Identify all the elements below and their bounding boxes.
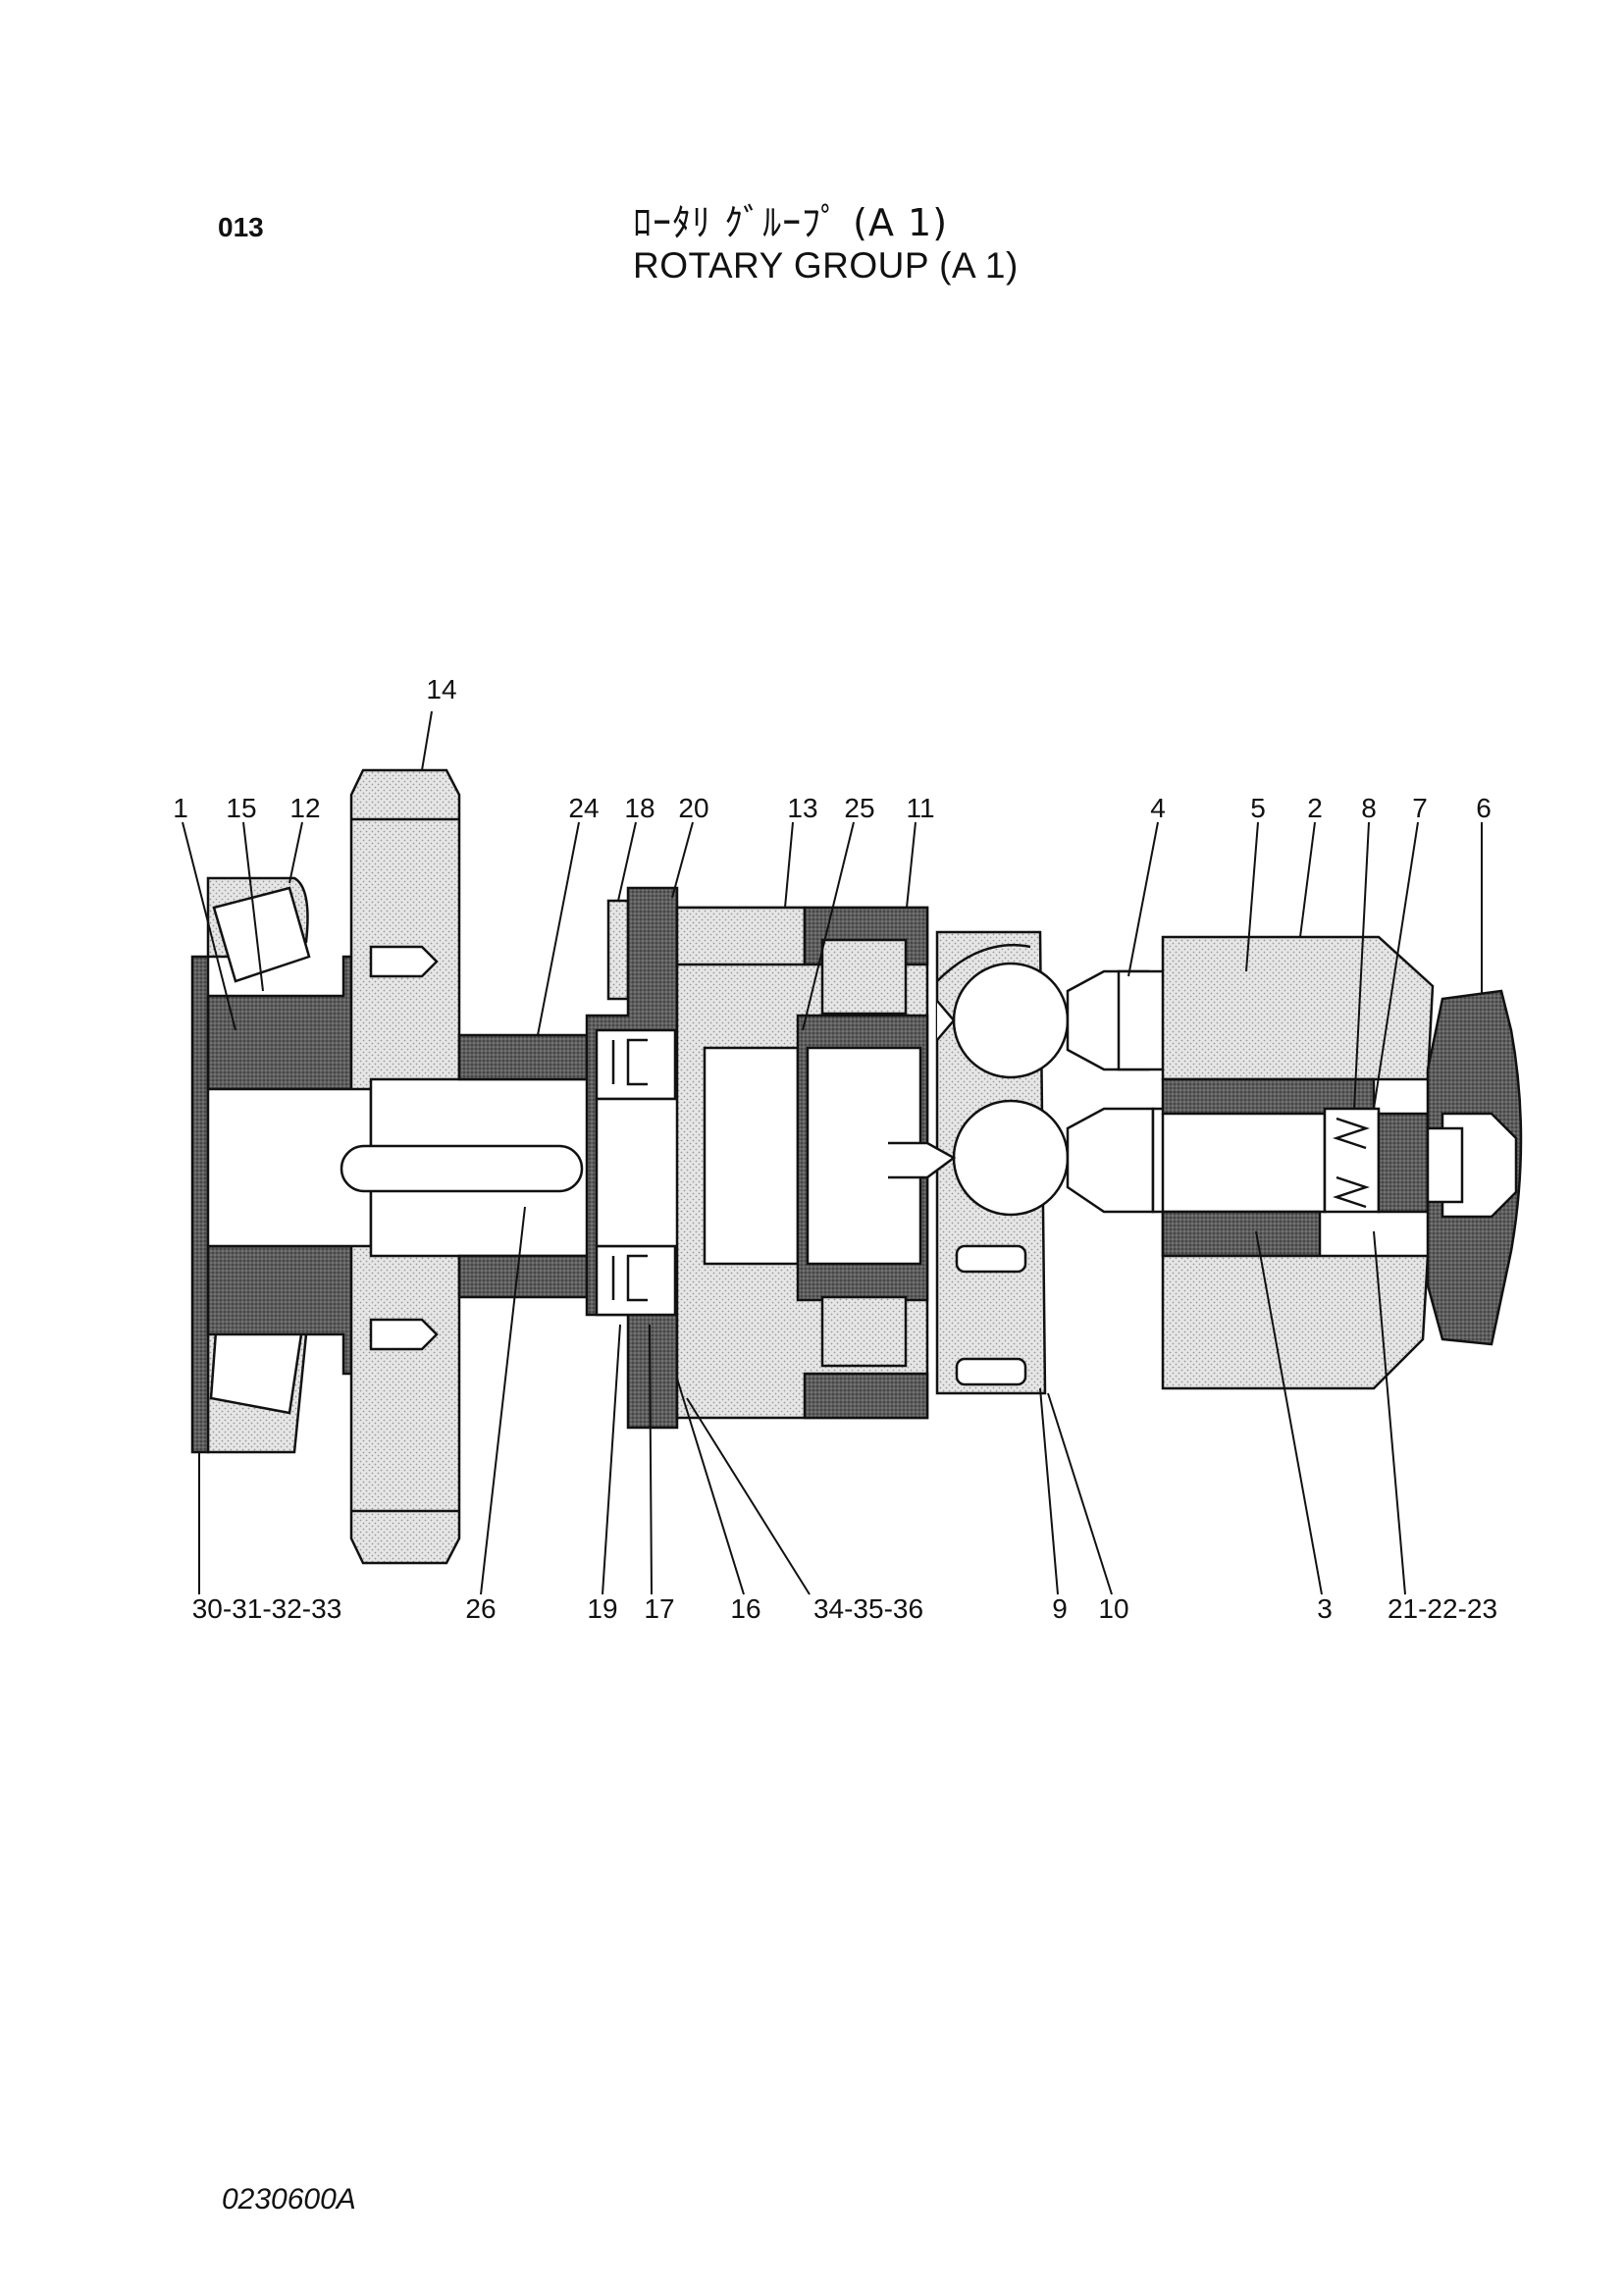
- block-front-top: [675, 906, 807, 966]
- bearing-roller-top: [212, 886, 311, 983]
- seal-cavity-top: [595, 1028, 677, 1101]
- callout-15: 15: [226, 793, 256, 823]
- page-title-japanese: ﾛｰﾀﾘ ｸﾞﾙｰﾌﾟ (A 1): [633, 201, 949, 244]
- callout-17: 17: [644, 1593, 674, 1624]
- left-end-plate: [190, 955, 210, 1454]
- callout-5: 5: [1250, 793, 1266, 823]
- retainer-18: [606, 899, 630, 1001]
- callout-13: 13: [787, 793, 817, 823]
- callout-12: 12: [289, 793, 320, 823]
- spring-seat: [1323, 1107, 1381, 1214]
- callout-24: 24: [568, 793, 599, 823]
- callout-30-31-32-33: 30-31-32-33: [192, 1593, 342, 1624]
- callout-3: 3: [1317, 1593, 1333, 1624]
- spring-8: [1333, 1117, 1370, 1150]
- callout-34-35-36: 34-35-36: [813, 1593, 923, 1624]
- callout-19: 19: [587, 1593, 617, 1624]
- callout-6: 6: [1476, 793, 1492, 823]
- shaft-collar-top: [457, 1033, 599, 1081]
- callout-20: 20: [678, 793, 708, 823]
- cap-screw-bottom: [955, 1357, 1027, 1386]
- shaft-collar-bottom: [457, 1254, 599, 1299]
- page-title: ROTARY GROUP (A 1): [633, 245, 1019, 286]
- page-code: 013: [218, 212, 264, 242]
- cap-screw-top: [955, 1244, 1027, 1274]
- callout-7: 7: [1412, 793, 1428, 823]
- callout-16: 16: [730, 1593, 760, 1624]
- callout-14: 14: [426, 674, 456, 704]
- callout-25: 25: [844, 793, 874, 823]
- piston-ball-bottom: [952, 1099, 1070, 1217]
- callout-9: 9: [1052, 1593, 1068, 1624]
- housing-2: [1161, 935, 1435, 1081]
- block-bore: [703, 1046, 800, 1266]
- bolt-top: [369, 945, 439, 978]
- housing-lower: [1161, 1254, 1430, 1390]
- bolt-bottom: [369, 1318, 439, 1351]
- piston-ball-top: [952, 962, 1070, 1079]
- callout-21-22-23: 21-22-23: [1388, 1593, 1497, 1624]
- callout-8: 8: [1361, 793, 1377, 823]
- callout-10: 10: [1098, 1593, 1128, 1624]
- block-window-bottom: [820, 1295, 908, 1368]
- callout-26: 26: [465, 1593, 496, 1624]
- callout-2: 2: [1307, 793, 1323, 823]
- block-window-top: [820, 938, 908, 1016]
- callout-18: 18: [624, 793, 655, 823]
- callout-1: 1: [173, 793, 188, 823]
- drawing-id: 0230600A: [222, 2183, 356, 2216]
- callout-11: 11: [906, 793, 934, 823]
- callout-4: 4: [1150, 793, 1166, 823]
- piston-lower: [1066, 1107, 1155, 1214]
- bearing-inner-race-top: [206, 955, 373, 1091]
- shaft-keyway: [340, 1144, 584, 1193]
